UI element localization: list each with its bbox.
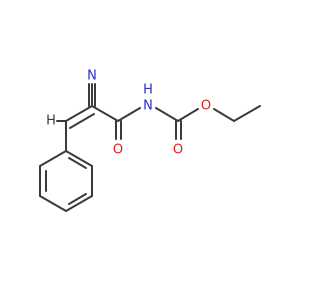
- bond-c-amide: [91, 105, 119, 122]
- bond-alkene: [65, 105, 93, 122]
- nitrile-group: [88, 83, 96, 107]
- molecule-canvas: N H N O H O O: [39, 69, 261, 212]
- bond-amide-n: [117, 107, 141, 122]
- nitrile-n-label: N: [87, 69, 97, 84]
- structure-diagram: N H N O H O O: [39, 69, 261, 212]
- amide-nh-h-label: H: [143, 83, 153, 98]
- carbamate-o-label: O: [173, 143, 183, 158]
- bond-alkene-second: [69, 113, 95, 129]
- vinyl-h-label: H: [46, 114, 56, 129]
- amide-n-label: N: [143, 99, 153, 114]
- bond-ethyl: [233, 105, 261, 122]
- amide-o-label: O: [113, 143, 123, 158]
- bond-n-carbamate: [155, 107, 179, 122]
- benzene-ring: [39, 150, 93, 212]
- ester-o-label: O: [201, 99, 211, 114]
- bond-carbamate-o: [177, 108, 199, 122]
- bond-o-ethyl: [213, 108, 235, 122]
